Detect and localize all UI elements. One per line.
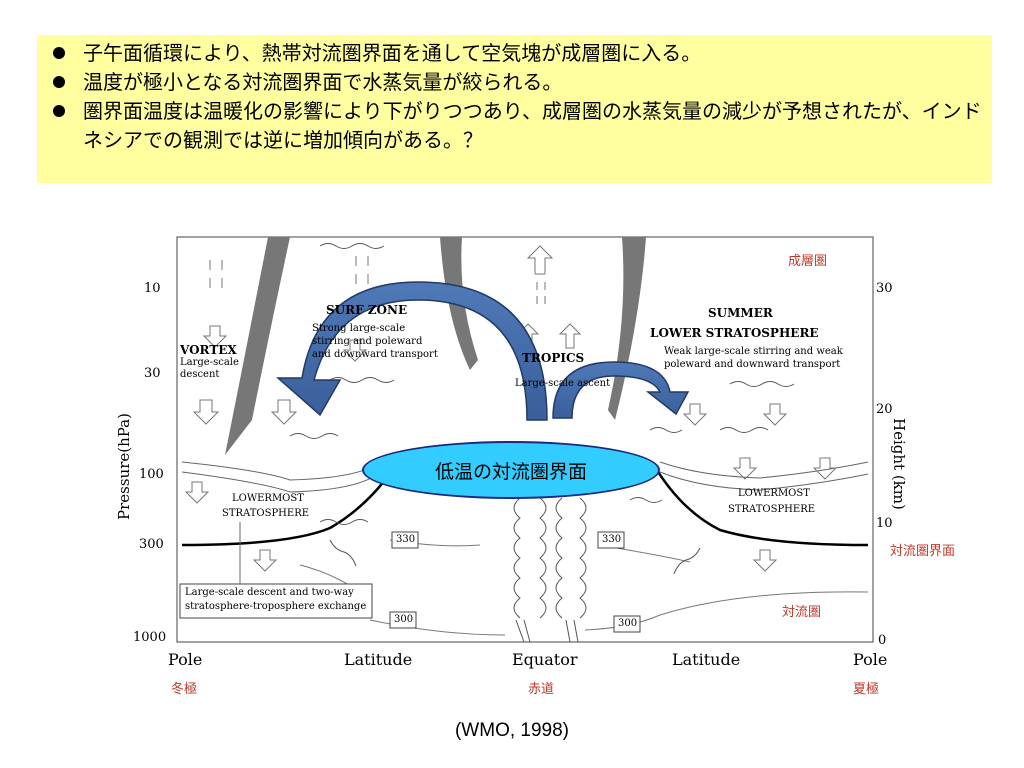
summer-sub-label: poleward and downward transport <box>664 359 841 370</box>
tropopause-jp-label: 対流圏界面 <box>890 544 956 559</box>
pressure-axis-label: Pressure(hPa) <box>115 413 133 520</box>
tropopause-thick-right <box>650 461 869 547</box>
summer-sub-label: Weak large-scale stirring and weak <box>664 346 843 357</box>
troposphere-jp-label: 対流圏 <box>782 605 822 620</box>
convective-tower-left <box>513 497 547 619</box>
exchange-label-box <box>179 583 373 619</box>
tropics-sub-label: Large-scale ascent <box>515 378 611 389</box>
tropopause-line-lower-right <box>659 471 869 491</box>
height-tick: 0 <box>878 633 887 648</box>
isentrope-label-box <box>391 531 419 549</box>
bullet-item: 子午面循環により、熱帯対流圏界面を通して空気塊が成層圏に入る。 <box>51 39 982 68</box>
pressure-tick: 1000 <box>133 630 167 645</box>
equator-jp-label: 赤道 <box>528 682 555 697</box>
height-tick: 20 <box>876 402 893 417</box>
bullet-dot-icon <box>53 105 65 117</box>
tropopause-thick-left <box>181 461 400 547</box>
large-circulation-arrow <box>276 281 548 421</box>
tower-base-lines <box>515 619 579 643</box>
isentrope-label: 300 <box>394 614 414 625</box>
citation: (WMO, 1998) <box>454 720 570 741</box>
tropics-label: TROPICS <box>522 351 585 365</box>
bullet-item: 温度が極小となる対流圏界面で水蒸気量が絞られる。 <box>51 68 982 97</box>
tropopause-line-lower <box>181 471 381 493</box>
pressure-tick: 100 <box>139 467 164 482</box>
x-label-latitude-left: Latitude <box>344 650 413 669</box>
lowermost-right-label: STRATOSPHERE <box>728 504 816 515</box>
summer-label: LOWER STRATOSPHERE <box>650 326 819 340</box>
lowermost-left-label: STRATOSPHERE <box>222 508 310 519</box>
height-axis-label: Height (km) <box>890 418 908 510</box>
isentrope-label-box <box>613 615 641 633</box>
mixing-wavy-arrows <box>289 243 795 575</box>
surf-zone-label: SURF ZONE <box>326 303 408 317</box>
bullet-item: 圏界面温度は温暖化の影響により下がりつつあり、成層圏の水蒸気量の減少が予想された… <box>51 97 982 155</box>
x-label-latitude-right: Latitude <box>672 650 741 669</box>
pressure-tick: 10 <box>144 281 161 296</box>
exchange-label: Large-scale descent and two-way <box>185 587 354 598</box>
small-circulation-arrow <box>552 361 690 419</box>
height-tick: 30 <box>876 281 893 296</box>
isentrope-label-box <box>389 611 417 629</box>
summer-pole-jp-label: 夏極 <box>853 682 880 697</box>
surf-sub-label: and downward transport <box>312 349 438 360</box>
summer-jet-band <box>608 237 646 420</box>
height-tick: 10 <box>876 516 893 531</box>
vortex-sub-label: descent <box>180 369 220 380</box>
summary-box: 子午面循環により、熱帯対流圏界面を通して空気塊が成層圏に入る。 温度が極小となる… <box>37 35 992 183</box>
vortex-label: VORTEX <box>180 343 237 357</box>
x-label-pole-right: Pole <box>853 650 888 669</box>
tropopause-line-upper <box>181 461 381 481</box>
bullet-dot-icon <box>53 76 65 88</box>
pressure-tick: 30 <box>144 366 161 381</box>
isentrope-300-left <box>369 619 506 636</box>
isentrope-label: 330 <box>602 534 622 545</box>
polar-jet-band <box>225 237 290 455</box>
stratosphere-jp-label: 成層圏 <box>788 254 828 269</box>
tropopause-line-upper-right <box>659 461 869 479</box>
cold-tropopause-callout: 低温の対流圏界面 <box>362 441 660 499</box>
convective-tower-right <box>555 497 587 619</box>
x-label-pole-left: Pole <box>168 650 203 669</box>
plot-frame <box>176 236 874 643</box>
surf-sub-label: Strong large-scale <box>312 323 406 334</box>
transport-arrows <box>184 245 838 572</box>
surf-sub-label: stirring and poleward <box>312 336 423 347</box>
vortex-sub-label: Large-scale <box>180 357 239 368</box>
lowermost-right-label: LOWERMOST <box>738 488 810 499</box>
x-label-equator: Equator <box>512 650 578 669</box>
pressure-tick: 300 <box>139 537 164 552</box>
exchange-label: stratosphere-troposphere exchange <box>185 601 367 612</box>
winter-pole-jp-label: 冬極 <box>171 682 198 697</box>
bullet-dot-icon <box>53 47 65 59</box>
lowermost-left-label: LOWERMOST <box>232 493 304 504</box>
isentrope-label-box <box>597 531 625 549</box>
isentrope-label: 300 <box>618 618 638 629</box>
summer-label: SUMMER <box>708 306 773 320</box>
isentrope-label: 330 <box>396 534 416 545</box>
